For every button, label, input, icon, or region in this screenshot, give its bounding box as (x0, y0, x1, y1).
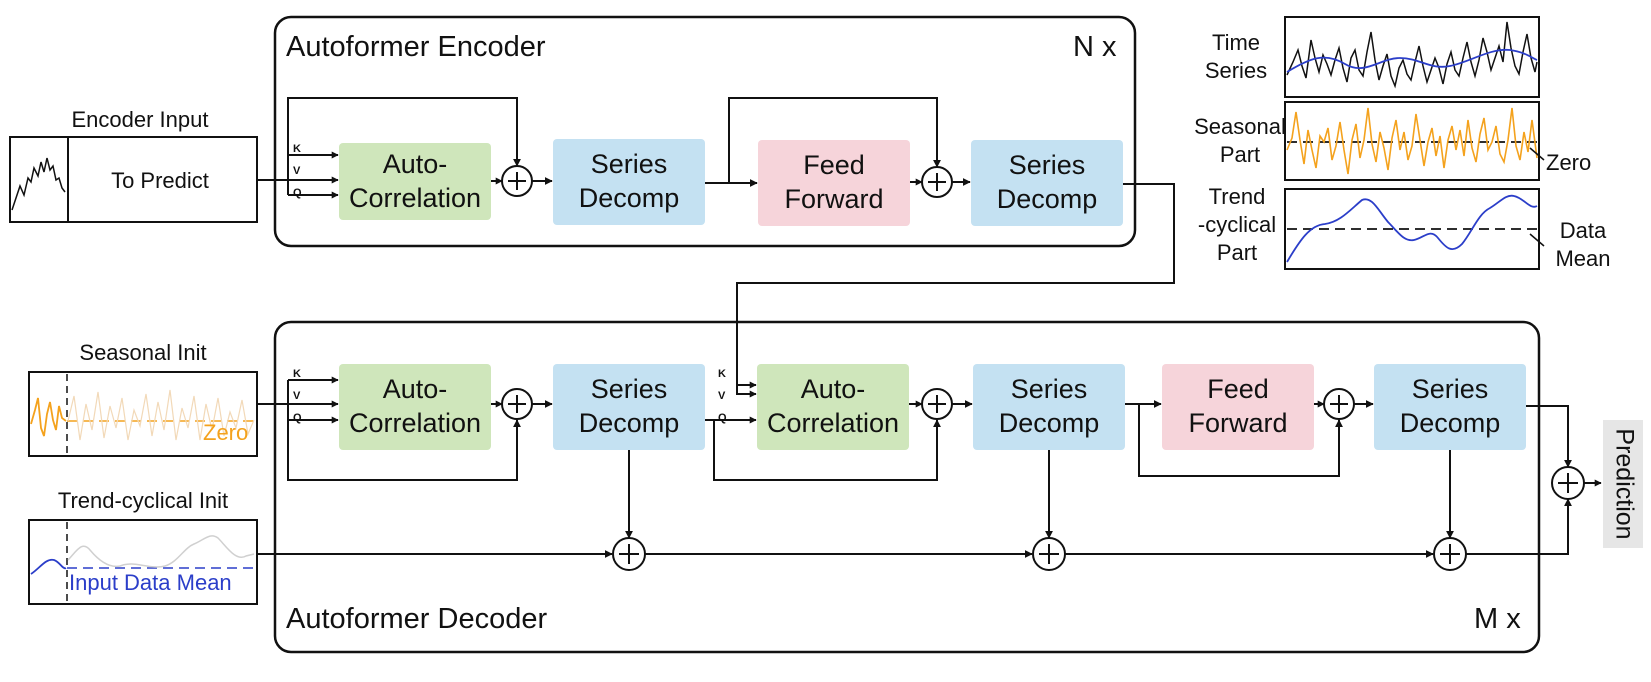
decoder-add-3 (1323, 388, 1355, 420)
seasonal-plot (1284, 101, 1540, 181)
trend-init-curve (30, 558, 67, 575)
dec-ff-line2: Forward (1188, 408, 1287, 438)
seasonal-init-zero: Zero (203, 420, 248, 445)
enc-d1-line1: Series (591, 149, 668, 179)
decoder-autocorrelation-block-2 (757, 364, 909, 450)
enc-ac-line1: Auto- (383, 149, 448, 179)
legend-seasonal-line2: Part (1220, 142, 1260, 167)
dec-ac2-line2: Correlation (767, 408, 899, 438)
dec2-v-label: V (718, 390, 726, 402)
legend-seasonal-line1: Seasonal (1194, 114, 1286, 139)
decoder-add-2 (921, 388, 953, 420)
dec1-k-label: K (293, 368, 301, 380)
decoder-repeat: M x (1474, 603, 1521, 635)
decoder-series-decomp-1 (553, 364, 705, 450)
enc-ff-line2: Forward (784, 184, 883, 214)
dec-ac1-line1: Auto- (383, 374, 448, 404)
encoder-to-decoder-path (736, 183, 1175, 398)
encoder-series-decomp-1 (553, 139, 705, 225)
seasonal-init-title: Seasonal Init (79, 340, 206, 365)
encoder-add-1 (501, 165, 533, 197)
enc-ac-line2: Correlation (349, 183, 481, 213)
seasonal-init-faded (67, 389, 255, 441)
decoder-feed-forward-block (1162, 364, 1314, 450)
trend-curve (1286, 194, 1538, 263)
dec1-v-label: V (293, 390, 301, 402)
encoder-input-box (9, 136, 258, 223)
decoder-title: Autoformer Decoder (286, 603, 547, 635)
decoder-autocorrelation-block-1 (339, 364, 491, 450)
trend-init-title: Trend-cyclical Init (58, 488, 228, 513)
enc-d2-line2: Decomp (997, 184, 1098, 214)
encoder-section: Autoformer Encoder N x Encoder Input To … (9, 15, 1137, 248)
legend-trend-line3: Part (1217, 240, 1257, 265)
dec2-k-label: K (718, 368, 726, 380)
enc-d1-line2: Decomp (579, 183, 680, 213)
trend-init-mean: Input Data Mean (69, 570, 232, 595)
to-predict-label: To Predict (111, 168, 209, 193)
legend-mean-line2: Mean (1555, 246, 1610, 271)
encoder-title: Autoformer Encoder (286, 31, 546, 63)
enc-v-label: V (293, 165, 301, 177)
dec-ac1-line2: Correlation (349, 408, 481, 438)
dec-d2-line2: Decomp (999, 408, 1100, 438)
encoder-add-2 (921, 166, 953, 198)
legend-trend-line2: -cyclical (1198, 212, 1276, 237)
dec1-q-label: Q (293, 412, 302, 424)
legend-trend-line1: Trend (1209, 184, 1266, 209)
encoder-input-sparkline (11, 157, 66, 211)
dec2-q-label: Q (718, 412, 727, 424)
encoder-repeat: N x (1073, 31, 1117, 63)
dec-d1-line2: Decomp (579, 408, 680, 438)
time-series-trend (1286, 48, 1538, 73)
dec-ff-line1: Feed (1207, 374, 1269, 404)
decoder-series-decomp-2 (973, 364, 1125, 450)
prediction-output: Prediction (1603, 420, 1643, 548)
decoder-section: Autoformer Decoder M x Seasonal Init Zer… (28, 320, 1602, 654)
enc-q-label: Q (293, 187, 302, 199)
legend-mean-line1: Data (1560, 218, 1607, 243)
decoder-series-decomp-3 (1374, 364, 1526, 450)
prediction-label: Prediction (1610, 428, 1638, 539)
legend-zero: Zero (1546, 150, 1591, 175)
trend-add-2 (1032, 537, 1066, 571)
trend-add-1 (612, 537, 646, 571)
decomposition-legend: Time Series Seasonal Part Zero Trend -cy… (1194, 16, 1611, 271)
decoder-add-1 (501, 388, 533, 420)
dec-d1-line1: Series (591, 374, 668, 404)
encoder-feed-forward-block (758, 140, 910, 226)
enc-d2-line1: Series (1009, 150, 1086, 180)
legend-time-line2: Series (1205, 58, 1267, 83)
decoder-frame (273, 320, 1541, 654)
seasonal-init-curve (30, 397, 67, 437)
final-add (1551, 466, 1585, 500)
encoder-input-label: Encoder Input (72, 107, 209, 132)
trend-init-faded (67, 535, 255, 568)
dec-d3-line1: Series (1412, 374, 1489, 404)
encoder-frame (273, 15, 1137, 248)
encoder-series-decomp-2 (971, 140, 1123, 226)
dec-d3-line2: Decomp (1400, 408, 1501, 438)
legend-time-line1: Time (1212, 30, 1260, 55)
dec-ac2-line1: Auto- (801, 374, 866, 404)
enc-k-label: K (293, 143, 301, 155)
seasonal-curve (1286, 107, 1538, 175)
trend-add-3 (1433, 537, 1467, 571)
encoder-autocorrelation-block (339, 143, 491, 220)
enc-ff-line1: Feed (803, 150, 865, 180)
dec-d2-line1: Series (1011, 374, 1088, 404)
